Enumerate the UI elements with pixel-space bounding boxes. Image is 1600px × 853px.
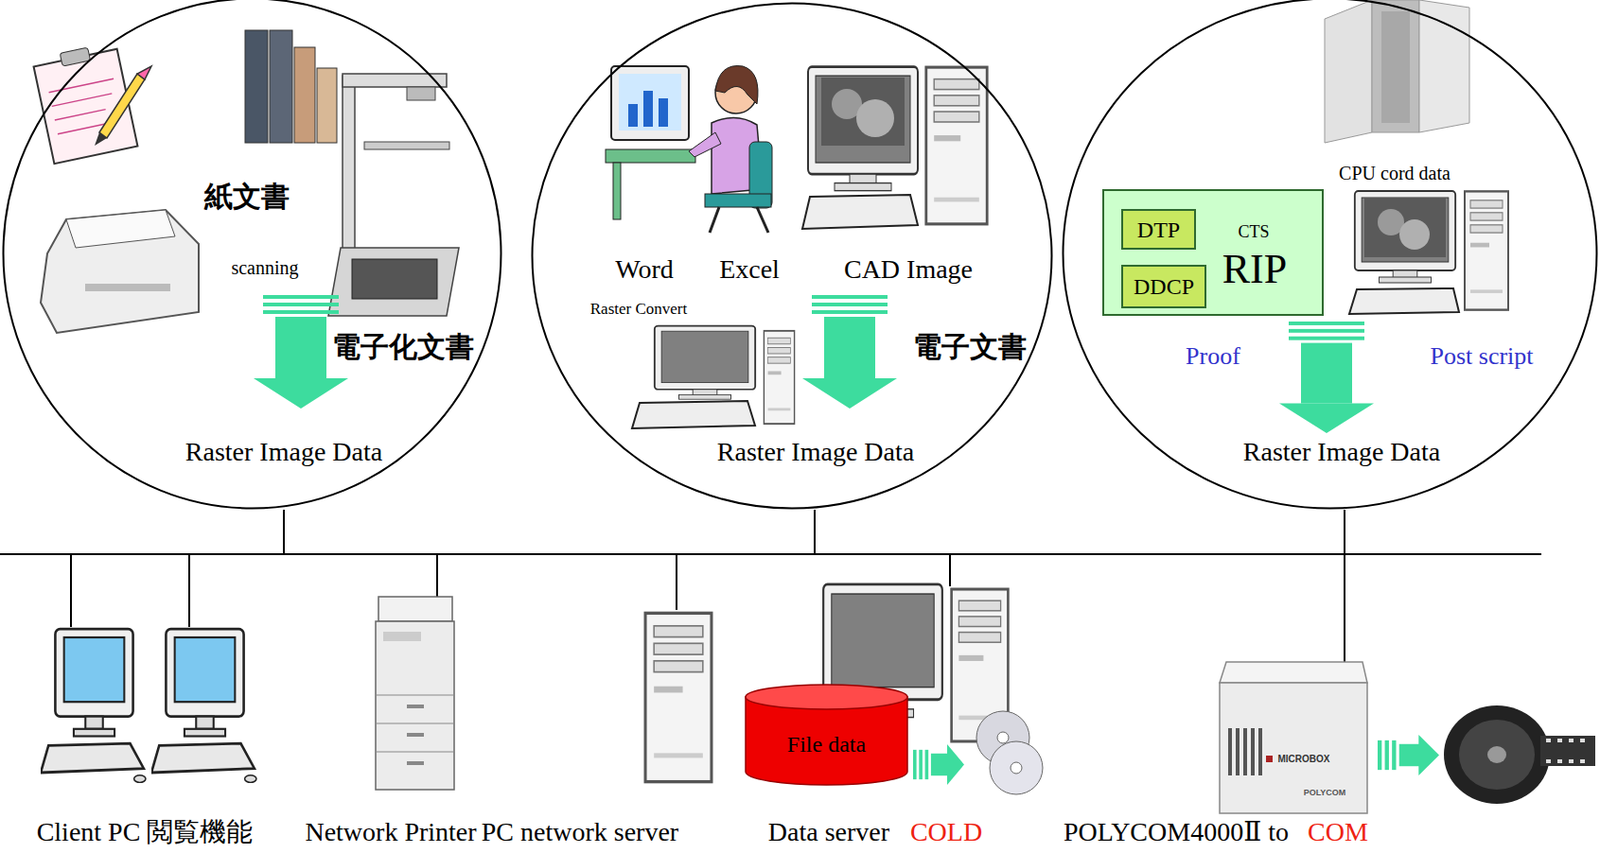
node-text: 紙文書 (204, 182, 290, 211)
node-text: Word (615, 256, 674, 283)
network-printer-icon (375, 597, 455, 791)
pc-network-server-icon (645, 613, 712, 782)
book-scanner-icon (328, 73, 459, 317)
cpu-data-circle: CPU cord dataProof Post scriptRaster Imag… (1061, 0, 1599, 510)
device-label: Data server (768, 819, 890, 846)
node-text: Post script (1429, 344, 1533, 370)
cts-rip-box: CTS RIP DTP DDCP (1102, 189, 1324, 317)
node-text: Raster Image Data (1243, 439, 1441, 466)
node-text: CPU cord data (1338, 163, 1451, 183)
cad-computer-icon (802, 67, 987, 229)
node-text: 電子文書 (913, 333, 1027, 362)
node-text: Raster Image Data (185, 439, 383, 466)
device-label: PC network server (481, 819, 679, 846)
postscript-computer-icon (1349, 191, 1509, 315)
node-text: DDCP (1133, 275, 1195, 299)
paper-documents-icon (32, 41, 152, 164)
polycom-device-icon (1219, 662, 1368, 814)
node-text: DTP (1137, 218, 1180, 242)
binders-icon (245, 30, 337, 143)
device-label: Client PC 閲覧機能 (36, 819, 254, 846)
node-text: CAD Image (843, 256, 973, 283)
node-text: Excel (719, 256, 780, 283)
cold-disc-icon (976, 711, 1043, 795)
com-film-reel-icon (1443, 705, 1596, 805)
sheet-scanner-icon (40, 210, 199, 334)
process-box: DDCP (1121, 264, 1207, 309)
circle-outline (1, 0, 503, 510)
circle-outline (530, 1, 1054, 510)
process-box: DTP (1121, 209, 1196, 250)
device-label: COM (1307, 819, 1369, 846)
office-worker-icon (605, 66, 773, 233)
device-label: COLD (910, 819, 983, 846)
device-label: Network Printer (304, 819, 476, 846)
node-text: CTS (1237, 223, 1269, 241)
device-label: MICROBOX (1278, 755, 1331, 765)
node-text: Raster Convert (590, 300, 687, 317)
device-label: POLYCOM (1303, 789, 1347, 798)
mainframe-icon (1324, 0, 1470, 143)
node-text: 電子化文書 (332, 333, 475, 362)
e-document-circle: Word Excel CAD ImageRaster Convert 電子文書 Rast… (530, 1, 1054, 510)
device-label: POLYCOM4000Ⅱ to (1063, 819, 1289, 846)
node-text: File data (787, 733, 866, 757)
file-data-cylinder: File data (744, 684, 909, 786)
node-text: Raster Image Data (717, 439, 915, 466)
node-text: Proof (1185, 344, 1241, 370)
node-text: RIP (1222, 248, 1287, 291)
node-text: scanning (230, 258, 299, 278)
client-pc-icons (40, 629, 257, 783)
scanning-circle: 紙文書 scanning 電子化文書 Raster Image Data (1, 0, 503, 510)
raster-convert-pc-icon (632, 326, 795, 429)
